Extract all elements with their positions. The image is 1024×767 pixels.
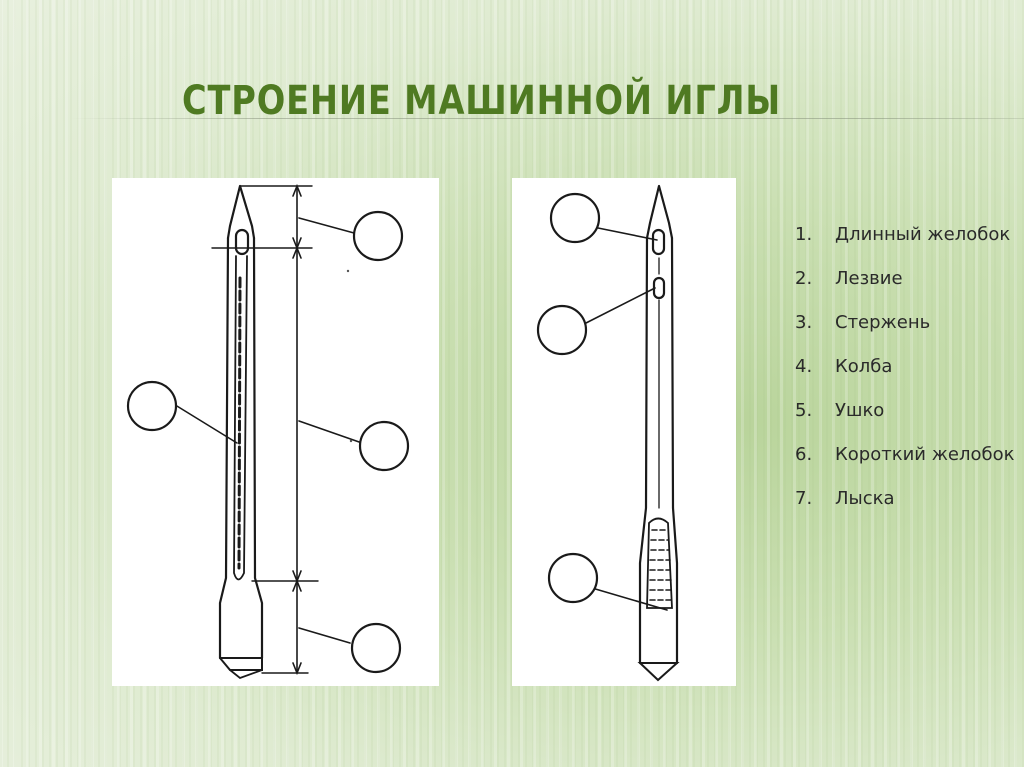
needle-eye — [234, 228, 250, 256]
legend-label: Колба — [835, 356, 893, 377]
legend-label: Лезвие — [835, 268, 903, 289]
slide-title: СТРОЕНИЕ МАШИННОЙ ИГЛЫ — [182, 78, 782, 124]
title-underline — [70, 118, 1024, 119]
needle-eye — [651, 228, 666, 256]
legend-label: Короткий желобок — [835, 444, 1015, 465]
needle-point — [226, 184, 256, 240]
legend-label: Лыска — [835, 488, 895, 509]
legend-item: 4. Колба — [795, 352, 1020, 382]
parts-legend: 1. Длинный желобок 2. Лезвие 3. Стержень… — [795, 220, 1020, 528]
needle-front-svg — [126, 183, 410, 680]
needle-front-drawing — [112, 178, 439, 686]
needle-side-svg — [536, 184, 680, 682]
legend-number: 4. — [795, 356, 813, 377]
label-circle — [350, 622, 402, 674]
legend-item: 3. Стержень — [795, 308, 1020, 338]
legend-item: 1. Длинный желобок — [795, 220, 1020, 250]
label-circle — [547, 552, 599, 604]
needle-butt — [637, 662, 680, 682]
needle-point — [645, 184, 674, 240]
legend-number: 7. — [795, 488, 813, 509]
label-circle — [549, 192, 601, 244]
legend-number: 1. — [795, 224, 813, 245]
legend-item: 5. Ушко — [795, 396, 1020, 426]
label-circle — [352, 210, 404, 262]
label-circle — [126, 380, 178, 432]
short-groove — [646, 517, 673, 609]
legend-label: Ушко — [835, 400, 885, 421]
legend-number: 2. — [795, 268, 813, 289]
needle-blade-outline — [218, 236, 264, 660]
legend-item: 7. Лыска — [795, 484, 1020, 514]
legend-number: 6. — [795, 444, 813, 465]
label-circle — [358, 420, 410, 472]
needle-blade-outline — [638, 236, 679, 665]
legend-number: 3. — [795, 312, 813, 333]
label-circle — [536, 304, 588, 356]
legend-label: Стержень — [835, 312, 931, 333]
legend-number: 5. — [795, 400, 813, 421]
legend-label: Длинный желобок — [835, 224, 1011, 245]
legend-item: 6. Короткий желобок — [795, 440, 1020, 470]
long-groove — [233, 255, 248, 581]
needle-side-drawing — [512, 178, 736, 686]
legend-item: 2. Лезвие — [795, 264, 1020, 294]
needle-butt — [219, 657, 263, 671]
